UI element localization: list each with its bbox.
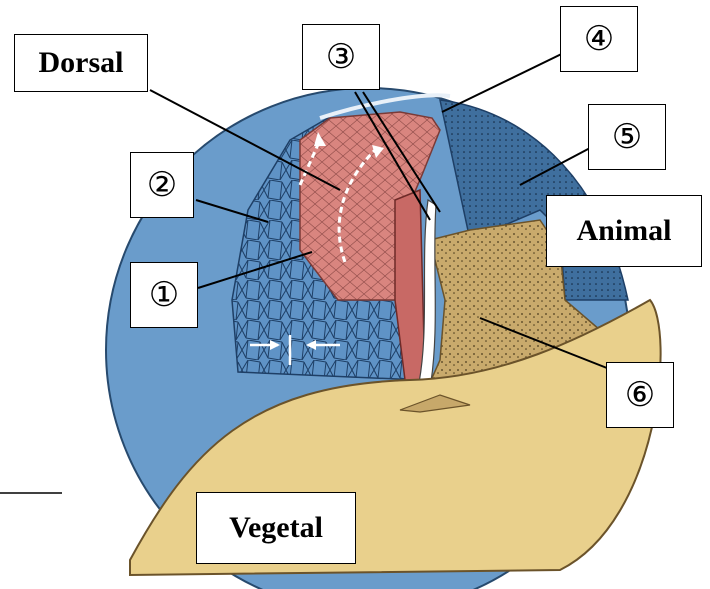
label-number-6: ⑥ bbox=[606, 362, 674, 428]
label-animal: Animal bbox=[546, 195, 702, 267]
label-number-4: ④ bbox=[560, 6, 638, 72]
label-vegetal: Vegetal bbox=[196, 492, 356, 564]
label-number-3: ③ bbox=[302, 24, 380, 90]
label-number-5: ⑤ bbox=[588, 104, 666, 170]
label-number-1: ① bbox=[130, 262, 198, 328]
label-dorsal: Dorsal bbox=[14, 34, 148, 92]
label-number-2: ② bbox=[130, 152, 194, 218]
